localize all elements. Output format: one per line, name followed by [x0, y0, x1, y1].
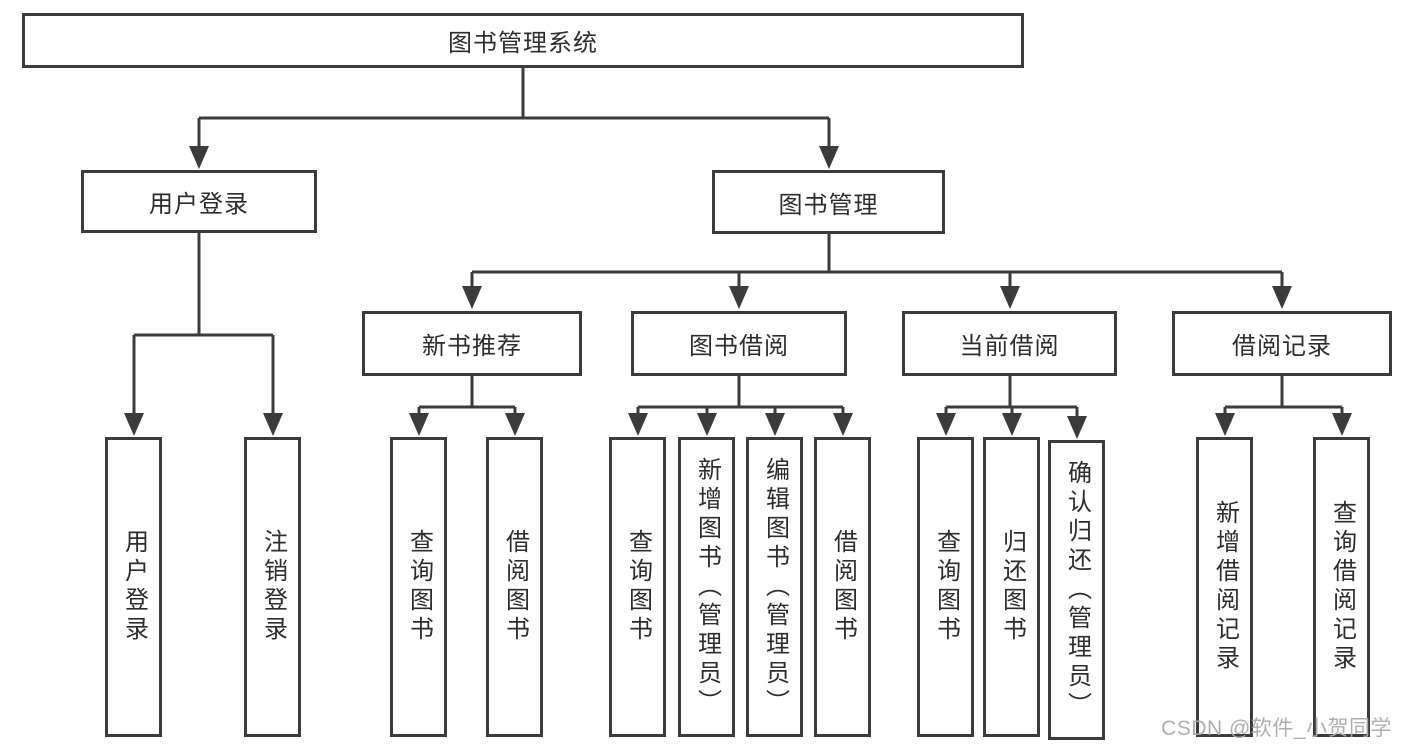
watermark: CSDN @软件_小贺同学: [1161, 717, 1392, 740]
node-borrow-records: 借阅记录: [1172, 311, 1392, 376]
connector-root: [197, 68, 831, 150]
leaf-confirm-return-admin: 确认归还（管理员）: [1048, 440, 1105, 740]
leaf-query-books-recommend: 查询图书: [390, 437, 447, 737]
node-book-borrow: 图书借阅: [631, 311, 847, 376]
node-book-management: 图书管理: [712, 170, 945, 234]
leaf-query-books-borrow: 查询图书: [609, 437, 666, 737]
leaf-add-borrow-record: 新增借阅记录: [1196, 437, 1253, 737]
node-root-system: 图书管理系统: [22, 13, 1024, 68]
leaf-borrow-books-recommend: 借阅图书: [486, 437, 543, 737]
connector-current-borrow: [944, 376, 1079, 421]
leaf-query-books-current: 查询图书: [917, 437, 974, 737]
node-current-borrow: 当前借阅: [902, 311, 1117, 376]
connector-book-management: [470, 234, 1284, 291]
connector-new-book-recommend: [417, 376, 517, 418]
leaf-logout: 注销登录: [244, 437, 301, 737]
node-user-login: 用户登录: [81, 170, 317, 233]
leaf-add-books-admin: 新增图书（管理员）: [678, 437, 735, 737]
leaf-return-books: 归还图书: [983, 437, 1040, 737]
leaf-borrow-books: 借阅图书: [814, 437, 871, 737]
connector-book-borrow: [636, 376, 845, 418]
node-new-book-recommend: 新书推荐: [362, 311, 582, 376]
connector-borrow-records: [1223, 376, 1344, 418]
leaf-edit-books-admin: 编辑图书（管理员）: [746, 437, 803, 737]
leaf-user-login: 用户登录: [105, 437, 162, 737]
leaf-query-borrow-record: 查询借阅记录: [1313, 437, 1370, 737]
connector-user-login: [132, 233, 275, 418]
